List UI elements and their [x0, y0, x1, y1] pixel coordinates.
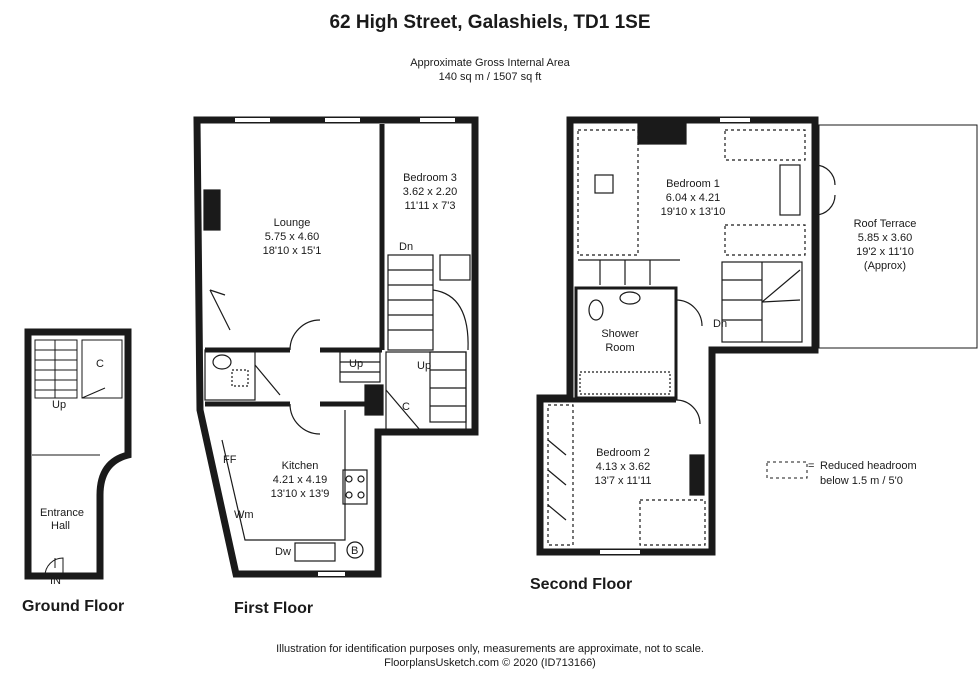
roof-terrace-name: Roof Terrace — [853, 218, 917, 230]
legend-equals: = — [808, 460, 815, 472]
legend-line1: Reduced headroom — [820, 460, 917, 472]
bedroom2-imperial: 13'7 x 11'11 — [594, 475, 652, 487]
kitchen-imperial: 13'10 x 13'9 — [270, 488, 330, 500]
roof-terrace-metric: 5.85 x 3.60 — [857, 232, 913, 244]
kitchen-metric: 4.21 x 4.19 — [272, 474, 328, 486]
entry-marker: IN — [50, 575, 61, 587]
shower-room-line1: Shower — [601, 328, 639, 340]
washing-machine-label: Wm — [234, 509, 254, 521]
ground-cupboard: C — [96, 358, 104, 370]
bedroom2-metric: 4.13 x 3.62 — [595, 461, 651, 473]
ground-floor-plan — [24, 328, 132, 580]
area-value: 140 sq m / 1507 sq ft — [438, 71, 542, 83]
kitchen-name: Kitchen — [281, 460, 319, 472]
second-floor-label: Second Floor — [530, 576, 633, 593]
bedroom1-metric: 6.04 x 4.21 — [665, 192, 721, 204]
page-title: 62 High Street, Galashiels, TD1 1SE — [329, 12, 651, 33]
first-cupboard: C — [402, 401, 410, 413]
first-stair-up-2: Up — [417, 360, 432, 372]
bedroom1-name: Bedroom 1 — [666, 178, 720, 190]
second-stair-dn: Dn — [713, 318, 728, 330]
bedroom2-name: Bedroom 2 — [596, 447, 650, 459]
roof-terrace-note: (Approx) — [863, 260, 907, 272]
bedroom3-metric: 3.62 x 2.20 — [402, 186, 458, 198]
fridge-freezer-label: FF — [223, 454, 237, 466]
first-stair-up-1: Up — [349, 358, 364, 370]
entrance-hall-line2: Hall — [51, 520, 70, 532]
lounge-metric: 5.75 x 4.60 — [264, 231, 320, 243]
copyright: FloorplansUsketch.com © 2020 (ID713166) — [384, 657, 596, 669]
first-floor-label: First Floor — [234, 600, 314, 617]
ground-floor-label: Ground Floor — [22, 598, 125, 615]
bedroom3-imperial: 11'11 x 7'3 — [404, 200, 456, 212]
legend-swatch — [766, 461, 808, 479]
shower-room-line2: Room — [605, 342, 635, 354]
entrance-hall-line1: Entrance — [40, 507, 85, 519]
area-label: Approximate Gross Internal Area — [410, 57, 570, 69]
lounge-imperial: 18'10 x 15'1 — [262, 245, 322, 257]
lounge-name: Lounge — [273, 217, 311, 229]
second-floor-plan — [536, 116, 978, 556]
disclaimer: Illustration for identification purposes… — [276, 643, 704, 655]
legend-line2: below 1.5 m / 5'0 — [820, 475, 903, 487]
dishwasher-label: Dw — [275, 546, 291, 558]
bedroom1-imperial: 19'10 x 13'10 — [660, 206, 726, 218]
ground-stair-up: Up — [52, 399, 67, 411]
bedroom3-name: Bedroom 3 — [403, 172, 457, 184]
first-stair-dn: Dn — [399, 241, 414, 253]
first-floor-plan — [193, 116, 479, 578]
boiler-label: B — [351, 545, 359, 557]
roof-terrace-imperial: 19'2 x 11'10 — [856, 246, 914, 258]
